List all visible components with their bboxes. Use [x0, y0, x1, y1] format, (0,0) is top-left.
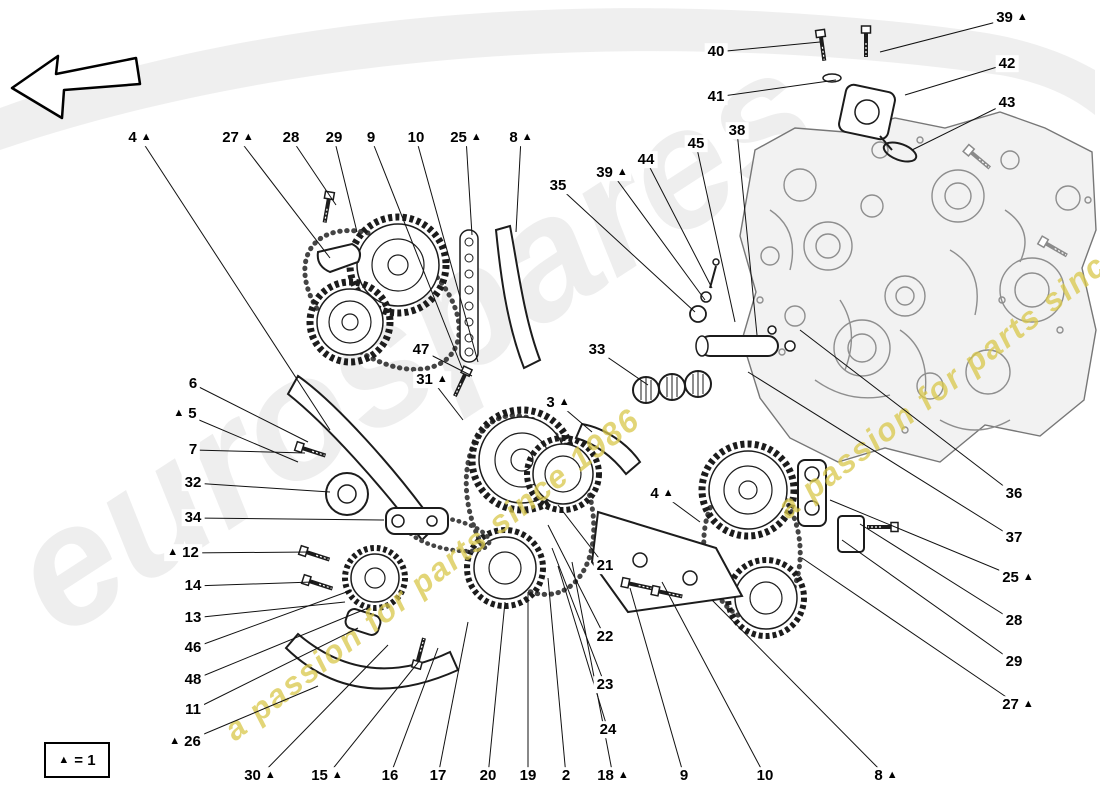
- leader-line-13: [192, 601, 346, 619]
- leader-line-42: [904, 63, 1008, 96]
- leader-line-34: [192, 517, 385, 521]
- leader-line-10: [415, 137, 479, 363]
- leader-line-4: [139, 137, 331, 431]
- leader-line-29: [841, 539, 1015, 663]
- leader-line-28: [859, 523, 1015, 622]
- chain-strip: [459, 229, 479, 363]
- leader-line-15: [326, 659, 421, 777]
- sprockets: [306, 213, 807, 639]
- leader-line-12: [182, 551, 311, 554]
- leader-line-18: [571, 561, 614, 777]
- leader-line-38: [736, 130, 758, 336]
- leader-line-3: [557, 402, 593, 433]
- leader-line-22: [547, 524, 606, 638]
- leader-line-5: [184, 413, 299, 463]
- leader-line-33: [596, 349, 649, 386]
- leader-line-9: [370, 137, 463, 369]
- direction-arrow: [10, 54, 142, 120]
- rear-cam-sprocket: [698, 440, 798, 540]
- leader-line-6: [192, 383, 309, 443]
- chain-guide-top: [494, 224, 542, 370]
- leader-line-17: [437, 621, 469, 777]
- leader-line-11: [192, 627, 359, 711]
- leader-line-2: [547, 577, 567, 777]
- leader-line-7: [192, 449, 306, 454]
- leader-line-4: [661, 493, 701, 523]
- rear-lower-sprocket: [725, 557, 807, 639]
- legend-text: = 1: [74, 751, 96, 769]
- leader-line-28: [290, 137, 337, 206]
- lower-bracket: [284, 632, 460, 690]
- leader-line-24: [557, 565, 609, 731]
- leader-line-26: [184, 685, 319, 743]
- legend-box: ▲ = 1: [44, 742, 110, 778]
- check-valve-parts: [689, 258, 720, 323]
- leader-line-27: [801, 557, 1019, 706]
- leader-line-14: [192, 581, 314, 587]
- leader-line-23: [551, 547, 606, 686]
- hydraulic-tensioner: [385, 507, 492, 554]
- leader-line-39: [611, 172, 706, 301]
- leader-line-25: [465, 137, 473, 236]
- idler-sprocket: [342, 545, 408, 611]
- leader-line-45: [695, 143, 736, 323]
- leader-line-41: [715, 79, 837, 98]
- legend-triangle-icon: ▲: [58, 754, 70, 766]
- leader-line-29: [333, 137, 358, 233]
- engine-block: [739, 111, 1097, 463]
- leader-line-39: [879, 17, 1013, 53]
- leader-line-44: [645, 159, 713, 289]
- cam-sprocket-1: [346, 213, 450, 317]
- leader-line-27: [237, 137, 331, 259]
- tensioner-shoe: [574, 422, 642, 476]
- leader-line-32: [192, 482, 331, 493]
- leader-line-30: [259, 644, 389, 777]
- cam-sprocket-2: [306, 278, 394, 366]
- leader-line-16: [389, 647, 439, 777]
- tensioner-pulley: [325, 472, 369, 516]
- chain-guides: [284, 224, 744, 690]
- leader-line-10: [661, 581, 766, 777]
- rear-tensioner-arm: [797, 459, 900, 553]
- drive-sprocket-small: [524, 435, 602, 513]
- leader-line-46: [192, 589, 353, 649]
- leader-line-25: [829, 499, 1019, 579]
- needle-rollers: [632, 370, 712, 404]
- leader-line-36: [799, 329, 1015, 495]
- leader-line-40: [715, 41, 821, 53]
- leader-line-43: [911, 102, 1008, 151]
- top-tensioner-assembly: [813, 24, 918, 163]
- leader-line-20: [487, 601, 506, 777]
- leader-line-8: [515, 137, 522, 233]
- leader-line-9: [629, 587, 685, 777]
- cam-bracket: [316, 242, 361, 274]
- leader-line-37: [747, 371, 1015, 539]
- leader-line-8: [711, 599, 887, 777]
- leader-line-35: [557, 185, 696, 313]
- tensioner-shaft: [695, 325, 796, 357]
- chain-guide-plate: [590, 510, 744, 614]
- leader-line-21: [557, 504, 606, 567]
- leader-line-48: [192, 607, 369, 681]
- leader-lines: [139, 17, 1019, 777]
